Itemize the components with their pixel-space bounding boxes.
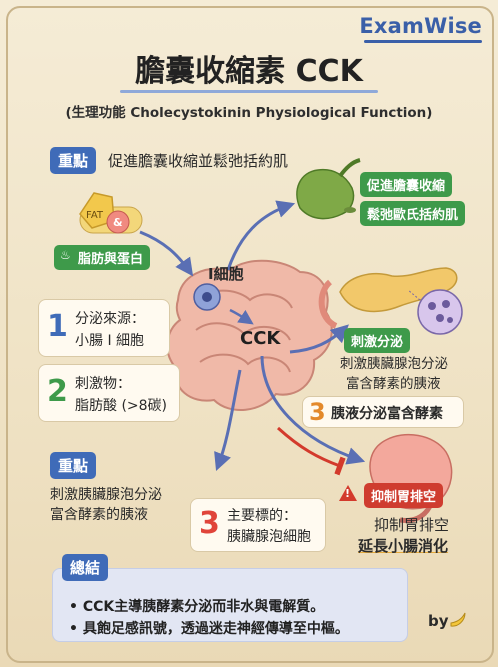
source-line2: 小腸 I 細胞: [75, 333, 145, 349]
target-number: 3: [199, 506, 220, 541]
intestine-illustration: [166, 259, 333, 412]
pancreas-headline: 胰液分泌富含酵素: [331, 406, 443, 422]
pancreas-number: 3: [309, 398, 326, 426]
pancreas-illustration: [318, 267, 463, 335]
warning-symbol: !: [345, 487, 351, 500]
fat-label: FAT: [86, 210, 104, 221]
inhibit-line-stomach: [276, 426, 346, 476]
stimulus-line2: 脂肪酸 (>8碳): [75, 398, 168, 414]
food-illustration: FAT &: [79, 192, 143, 234]
page-border: [6, 6, 494, 663]
stomach-line2: 延長小腸消化: [358, 537, 449, 555]
summary-bullet-2: • 具飽足感訊號，透過迷走神經傳導至中樞。: [69, 621, 349, 637]
cck-label: CCK: [240, 328, 281, 349]
stimulus-card: 2 刺激物： 脂肪酸 (>8碳): [38, 364, 180, 422]
arrow-to-pancreas: [289, 324, 349, 354]
source-line1: 分泌來源：: [75, 311, 145, 327]
food-icon: ♨: [60, 248, 71, 262]
target-line1: 主要標的：: [227, 508, 297, 524]
gallbladder-label-contract: 促進膽囊收縮: [360, 172, 453, 197]
ampersand-label: &: [113, 216, 123, 229]
stimulus-line1: 刺激物：: [75, 376, 131, 392]
source-card: 1 分泌來源： 小腸 I 細胞: [38, 299, 170, 357]
stimulus-number: 2: [47, 374, 68, 409]
brand-logo: ExamWise: [359, 14, 482, 38]
gallbladder-label-sphincter: 鬆弛歐氏括約肌: [360, 201, 466, 226]
warning-icon: !: [338, 484, 358, 502]
highlight-top-text: 促進膽囊收縮並鬆弛括約肌: [108, 152, 289, 170]
arrow-to-highlight: [214, 369, 242, 472]
target-card: 3 主要標的： 胰臟腺泡細胞: [190, 498, 326, 552]
arrow-food-to-icell: [139, 230, 194, 277]
arrow-to-stomach: [260, 355, 366, 465]
highlight-bottom-tag: 重點: [50, 452, 97, 479]
title-underline: [120, 90, 378, 93]
pancreas-line1: 刺激胰臟腺泡分泌: [340, 356, 448, 372]
arrow-icell-to-cck: [229, 308, 254, 325]
page-subtitle: (生理功能 Cholecystokinin Physiological Func…: [65, 105, 433, 121]
byline: by: [428, 612, 449, 630]
summary-box: • CCK主導胰酵素分泌而非水與電解質。 • 具飽足感訊號，透過迷走神經傳導至中…: [52, 568, 408, 642]
banana-icon: [448, 610, 468, 630]
highlight-bottom-line1: 刺激胰臟腺泡分泌: [50, 487, 162, 503]
food-tag-label: 脂肪與蛋白: [78, 252, 144, 267]
brand-underline: [364, 40, 482, 43]
stomach-tag: 抑制胃排空: [364, 483, 444, 508]
pancreas-tag: 刺激分泌: [344, 328, 411, 353]
page-title: 膽囊收縮素 CCK: [135, 54, 363, 89]
arrow-to-gallbladder: [226, 200, 296, 271]
highlight-top-tag: 重點: [50, 147, 97, 174]
food-tag: ♨ 脂肪與蛋白: [54, 245, 151, 270]
stomach-line1: 抑制胃排空: [374, 516, 450, 534]
pancreas-headline-card: 3 胰液分泌富含酵素: [302, 396, 464, 428]
target-line2: 胰臟腺泡細胞: [227, 529, 311, 545]
pancreas-line2: 富含酵素的胰液: [346, 376, 441, 392]
source-number: 1: [47, 309, 68, 344]
summary-tag: 總結: [62, 554, 109, 581]
highlight-bottom-line2: 富含酵素的胰液: [50, 507, 148, 523]
gallbladder-illustration: [296, 158, 361, 220]
i-cell-label: I細胞: [208, 265, 244, 283]
summary-bullet-1: • CCK主導胰酵素分泌而非水與電解質。: [69, 599, 325, 615]
